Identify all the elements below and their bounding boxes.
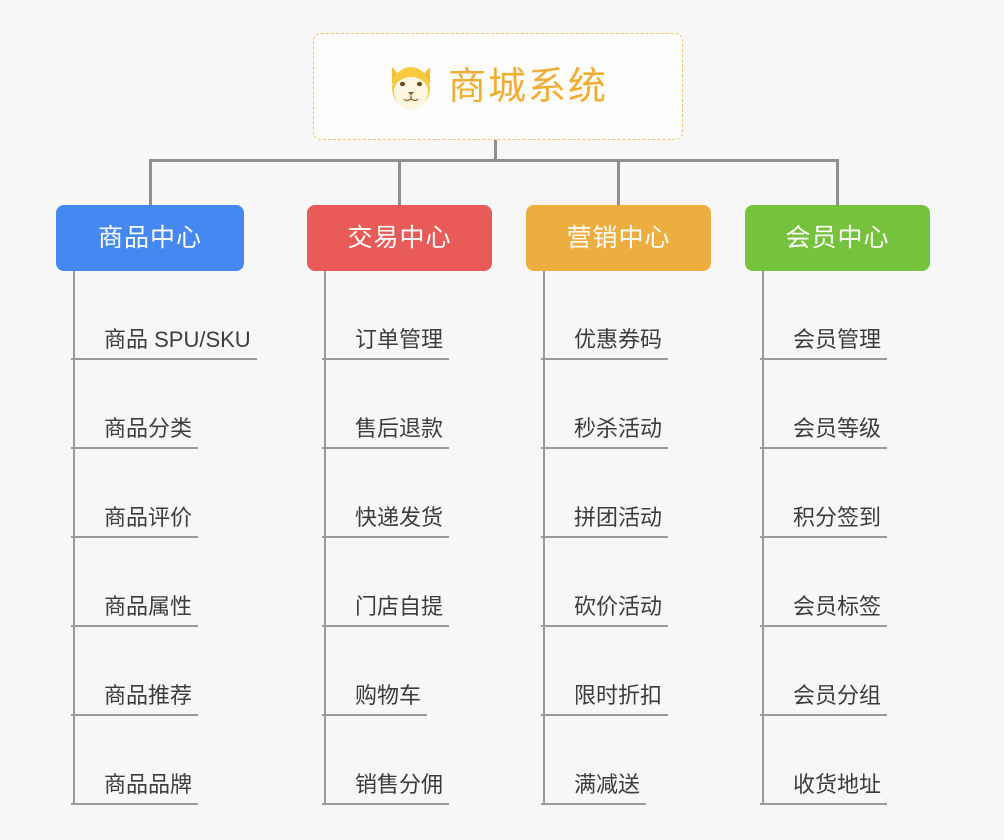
connector-root-stem <box>494 140 497 161</box>
list-item[interactable]: 订单管理 <box>322 271 492 360</box>
list-item[interactable]: 满减送 <box>541 716 711 805</box>
list-item-label: 限时折扣 <box>541 683 669 716</box>
category-node-label: 营销中心 <box>566 223 671 252</box>
list-item-label: 会员标签 <box>760 594 888 627</box>
list-item[interactable]: 快递发货 <box>322 449 492 538</box>
list-item[interactable]: 商品分类 <box>71 360 244 449</box>
list-item[interactable]: 限时折扣 <box>541 627 711 716</box>
list-item-label: 商品 SPU/SKU <box>71 327 257 360</box>
category-column-trade: 交易中心 订单管理 售后退款 快递发货 门店自提 购物车 销售分佣 <box>307 205 492 805</box>
category-node-trade[interactable]: 交易中心 <box>307 205 492 271</box>
item-list-member: 会员管理 会员等级 积分签到 会员标签 会员分组 收货地址 <box>760 271 930 805</box>
list-item[interactable]: 砍价活动 <box>541 538 711 627</box>
list-item-label: 订单管理 <box>322 327 450 360</box>
item-list-product: 商品 SPU/SKU 商品分类 商品评价 商品属性 商品推荐 商品品牌 <box>71 271 257 805</box>
list-item-label: 商品属性 <box>71 594 199 627</box>
category-node-label: 交易中心 <box>347 223 452 252</box>
list-item-label: 购物车 <box>322 683 428 716</box>
connector-drop-交易中心 <box>398 159 401 206</box>
list-item[interactable]: 商品推荐 <box>71 627 244 716</box>
list-item-label: 拼团活动 <box>541 505 669 538</box>
list-item[interactable]: 会员等级 <box>760 360 930 449</box>
connector-horizontal-bus <box>149 159 839 162</box>
list-item-label: 销售分佣 <box>322 772 450 805</box>
list-item[interactable]: 秒杀活动 <box>541 360 711 449</box>
list-item-label: 砍价活动 <box>541 594 669 627</box>
list-item-label: 会员管理 <box>760 327 888 360</box>
root-node-mall-system[interactable]: 商城系统 <box>313 33 683 140</box>
category-column-product: 商品中心 商品 SPU/SKU 商品分类 商品评价 商品属性 商品推荐 商品品牌 <box>56 205 257 805</box>
category-column-member: 会员中心 会员管理 会员等级 积分签到 会员标签 会员分组 收货地址 <box>745 205 930 805</box>
category-node-product[interactable]: 商品中心 <box>56 205 244 271</box>
list-item-label: 商品推荐 <box>71 683 199 716</box>
category-node-label: 会员中心 <box>785 223 890 252</box>
list-item[interactable]: 门店自提 <box>322 538 492 627</box>
list-item[interactable]: 优惠券码 <box>541 271 711 360</box>
list-item[interactable]: 积分签到 <box>760 449 930 538</box>
list-item-label: 商品分类 <box>71 416 199 449</box>
list-item[interactable]: 会员标签 <box>760 538 930 627</box>
list-item-label: 商品评价 <box>71 505 199 538</box>
list-item[interactable]: 商品 SPU/SKU <box>71 271 257 360</box>
list-item-label: 快递发货 <box>322 505 450 538</box>
item-list-trade: 订单管理 售后退款 快递发货 门店自提 购物车 销售分佣 <box>322 271 492 805</box>
list-item[interactable]: 商品属性 <box>71 538 244 627</box>
list-item[interactable]: 会员分组 <box>760 627 930 716</box>
list-item-label: 满减送 <box>541 772 647 805</box>
list-item-label: 积分签到 <box>760 505 888 538</box>
list-item[interactable]: 拼团活动 <box>541 449 711 538</box>
list-item-label: 门店自提 <box>322 594 450 627</box>
connector-drop-商品中心 <box>149 159 152 206</box>
list-item[interactable]: 购物车 <box>322 627 492 716</box>
list-item-label: 商品品牌 <box>71 772 199 805</box>
list-item-label: 会员等级 <box>760 416 888 449</box>
category-column-marketing: 营销中心 优惠券码 秒杀活动 拼团活动 砍价活动 限时折扣 满减送 <box>526 205 711 805</box>
category-node-member[interactable]: 会员中心 <box>745 205 930 271</box>
list-item-label: 秒杀活动 <box>541 416 669 449</box>
list-item[interactable]: 售后退款 <box>322 360 492 449</box>
category-node-label: 商品中心 <box>97 223 202 252</box>
shiba-dog-face-icon <box>391 66 430 110</box>
list-item-label: 收货地址 <box>760 772 888 805</box>
connector-drop-会员中心 <box>836 159 839 206</box>
connector-drop-营销中心 <box>617 159 620 206</box>
item-list-marketing: 优惠券码 秒杀活动 拼团活动 砍价活动 限时折扣 满减送 <box>541 271 711 805</box>
list-item[interactable]: 商品评价 <box>71 449 244 538</box>
list-item-label: 售后退款 <box>322 416 450 449</box>
category-node-marketing[interactable]: 营销中心 <box>526 205 711 271</box>
list-item[interactable]: 商品品牌 <box>71 716 244 805</box>
list-item[interactable]: 会员管理 <box>760 271 930 360</box>
list-item[interactable]: 收货地址 <box>760 716 930 805</box>
root-node-title: 商城系统 <box>447 65 608 108</box>
list-item-label: 会员分组 <box>760 683 888 716</box>
list-item-label: 优惠券码 <box>541 327 669 360</box>
list-item[interactable]: 销售分佣 <box>322 716 492 805</box>
